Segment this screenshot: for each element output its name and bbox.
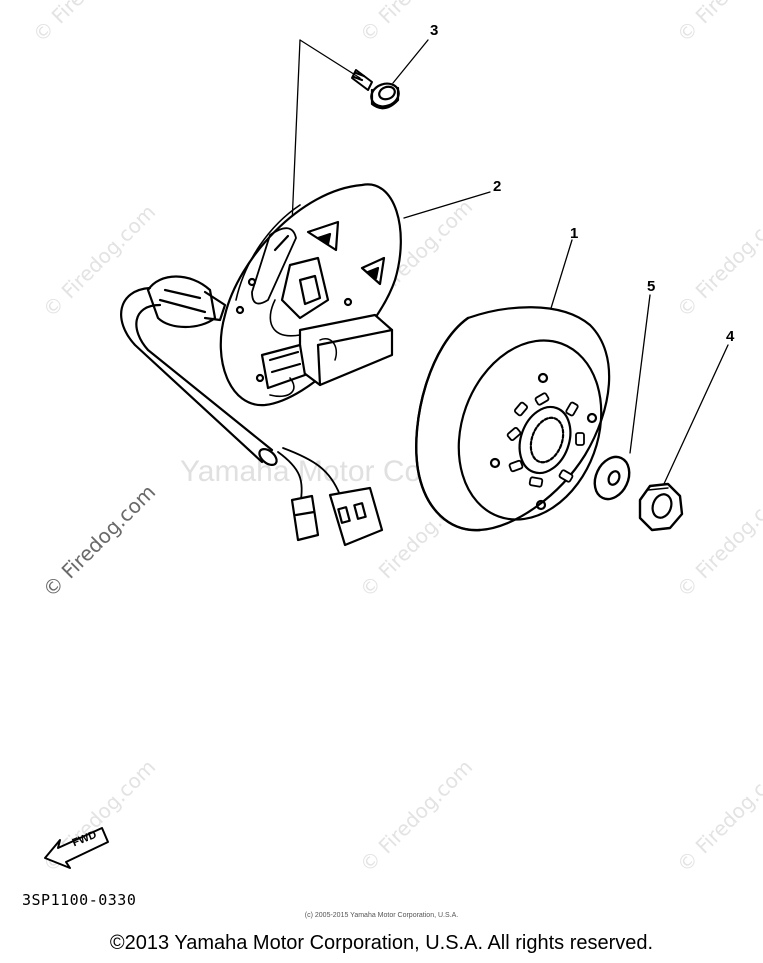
forward-arrow-icon: [44, 827, 109, 869]
callout-nut: 4: [726, 328, 735, 345]
stator-plate: [219, 183, 402, 407]
callout-stator: 2: [493, 178, 502, 195]
wire-harness: [120, 275, 384, 547]
callout-flywheel: 1: [570, 225, 579, 242]
copyright-notice: ©2013 Yamaha Motor Corporation, U.S.A. A…: [109, 932, 654, 954]
callout-washer: 5: [647, 278, 656, 295]
small-copyright: (c) 2005-2015 Yamaha Motor Corporation, …: [304, 912, 459, 919]
screw-part: [351, 69, 400, 110]
part-code: 3SP1100-0330: [22, 891, 137, 909]
nut-part: [638, 482, 684, 532]
flywheel-rotor: [415, 306, 611, 532]
washer-part: [593, 455, 631, 501]
callout-screw: 3: [430, 22, 439, 39]
